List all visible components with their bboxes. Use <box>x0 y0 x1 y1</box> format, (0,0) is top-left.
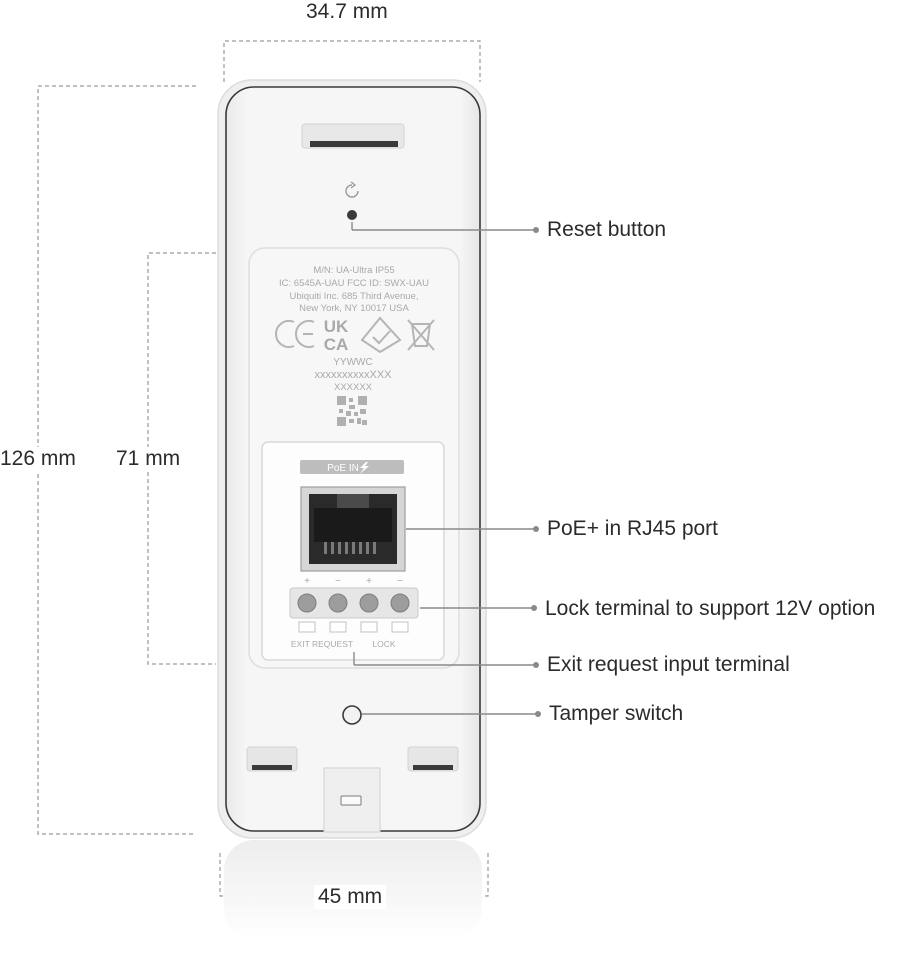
polarity-1: + <box>304 576 310 587</box>
date-code: YYWWC <box>333 357 372 368</box>
ce-mark-icon <box>275 320 315 348</box>
tamper-switch[interactable] <box>342 705 362 725</box>
rcm-mark-icon <box>360 316 402 354</box>
terminal-slot <box>298 621 409 633</box>
lightning-icon <box>360 462 369 474</box>
device-label-line2: IC: 6545A-UAU FCC ID: SWX-UAU <box>279 278 429 289</box>
dimension-panel-height: 71 mm <box>116 447 181 471</box>
reset-button[interactable] <box>347 210 357 220</box>
terminal-block[interactable] <box>289 587 419 633</box>
device-text: M/N: UA-Ultra IP55 IC: 6545A-UAU FCC ID:… <box>279 265 429 649</box>
bottom-mount-slots <box>246 746 459 772</box>
poe-in-label: PoE IN <box>327 463 359 474</box>
poe-label-box <box>300 460 404 474</box>
ukca-mark-top: UK <box>324 317 349 336</box>
callout-tamper-switch: Tamper switch <box>549 702 684 725</box>
polarity-4: − <box>397 576 403 587</box>
polarity-2: − <box>335 576 341 587</box>
ukca-mark-bottom: CA <box>324 335 349 354</box>
bottom-latch <box>323 767 381 833</box>
reset-icon <box>345 181 359 198</box>
qr-code-icon <box>337 396 367 426</box>
weee-bin-icon <box>407 319 435 351</box>
device-label-line4: New York, NY 10017 USA <box>299 303 409 314</box>
lock-terminal-label: LOCK <box>372 639 395 649</box>
callout-exit-request: Exit request input terminal <box>547 653 790 676</box>
dimension-total-height: 126 mm <box>0 447 76 471</box>
serial-number-2: XXXXXX <box>334 382 373 393</box>
exit-request-terminal-label: EXIT REQUEST <box>291 639 353 649</box>
serial-number: xxxxxxxxxxXXX <box>314 369 392 381</box>
rj45-port[interactable] <box>300 486 406 572</box>
dimension-top-width: 34.7 mm <box>306 0 388 24</box>
device-label-line3: Ubiquiti Inc. 685 Third Avenue, <box>289 291 418 302</box>
terminal-screw <box>297 593 410 613</box>
certification-marks <box>275 316 435 354</box>
callout-lock-terminal: Lock terminal to support 12V option <box>545 597 876 620</box>
callout-leaders <box>351 222 541 717</box>
dimension-bottom-width: 45 mm <box>314 885 387 909</box>
device-label-line1: M/N: UA-Ultra IP55 <box>313 265 394 276</box>
callout-rj45-port: PoE+ in RJ45 port <box>547 517 719 540</box>
polarity-3: + <box>366 576 372 587</box>
callout-reset-button: Reset button <box>547 218 667 241</box>
top-mount-slot <box>301 123 405 149</box>
